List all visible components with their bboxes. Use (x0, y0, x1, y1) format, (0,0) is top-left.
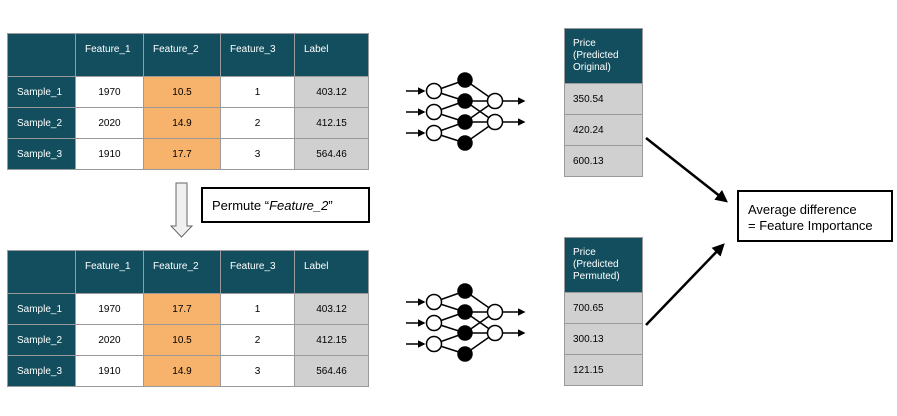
row-header-sample-3: Sample_3 (8, 356, 76, 387)
header-corner (8, 251, 76, 294)
cell-label: 564.46 (295, 139, 369, 170)
header-corner (8, 34, 76, 77)
cell-feature-2: 10.5 (144, 325, 221, 356)
predicted-value: 350.54 (565, 84, 643, 115)
permute-prefix: Permute “ (212, 198, 270, 213)
row-header-sample-1: Sample_1 (8, 294, 76, 325)
header-feature-1: Feature_1 (76, 251, 144, 294)
arrow-up-right-icon (645, 243, 725, 326)
cell-feature-1: 2020 (76, 108, 144, 139)
header-label: Label (295, 251, 369, 294)
predicted-original-header: Price (Predicted Original) (565, 29, 643, 84)
header-label: Label (295, 34, 369, 77)
header-feature-2: Feature_2 (144, 34, 221, 77)
result-line-1: Average difference (748, 202, 857, 217)
cell-feature-2: 14.9 (144, 108, 221, 139)
predicted-value: 300.13 (565, 324, 643, 355)
cell-feature-1: 1910 (76, 139, 144, 170)
cell-feature-2: 17.7 (144, 139, 221, 170)
cell-feature-2: 17.7 (144, 294, 221, 325)
result-box: Average difference = Feature Importance (737, 190, 893, 242)
row-header-sample-3: Sample_3 (8, 139, 76, 170)
cell-feature-1: 1910 (76, 356, 144, 387)
predicted-value: 600.13 (565, 146, 643, 177)
predicted-value: 121.15 (565, 355, 643, 386)
header-feature-3: Feature_3 (221, 251, 295, 294)
predicted-value: 700.65 (565, 293, 643, 324)
neural-network-icon (406, 283, 526, 362)
cell-label: 564.46 (295, 356, 369, 387)
cell-label: 403.12 (295, 294, 369, 325)
cell-feature-3: 1 (221, 77, 295, 108)
predicted-value: 420.24 (565, 115, 643, 146)
row-header-sample-2: Sample_2 (8, 108, 76, 139)
predicted-original-table: Price (Predicted Original) 350.54 420.24… (564, 28, 643, 177)
cell-feature-3: 2 (221, 325, 295, 356)
down-arrow-icon (169, 182, 194, 238)
header-feature-1: Feature_1 (76, 34, 144, 77)
cell-feature-1: 2020 (76, 325, 144, 356)
row-header-sample-2: Sample_2 (8, 325, 76, 356)
row-header-sample-1: Sample_1 (8, 77, 76, 108)
predicted-permuted-table: Price (Predicted Permuted) 700.65 300.13… (564, 237, 643, 386)
permuted-data-table: Feature_1 Feature_2 Feature_3 Label Samp… (7, 250, 369, 387)
permute-feature-name: Feature_2 (269, 198, 329, 213)
cell-feature-2: 10.5 (144, 77, 221, 108)
arrow-down-right-icon (645, 137, 728, 203)
cell-feature-3: 2 (221, 108, 295, 139)
header-feature-2: Feature_2 (144, 251, 221, 294)
cell-feature-1: 1970 (76, 294, 144, 325)
cell-feature-1: 1970 (76, 77, 144, 108)
cell-label: 403.12 (295, 77, 369, 108)
permute-label-box: Permute “Feature_2” (201, 187, 370, 223)
cell-feature-3: 3 (221, 356, 295, 387)
cell-feature-2: 14.9 (144, 356, 221, 387)
permute-suffix: ” (328, 198, 333, 213)
header-feature-3: Feature_3 (221, 34, 295, 77)
neural-network-icon (406, 72, 526, 151)
predicted-permuted-header: Price (Predicted Permuted) (565, 238, 643, 293)
cell-feature-3: 3 (221, 139, 295, 170)
cell-feature-3: 1 (221, 294, 295, 325)
original-data-table: Feature_1 Feature_2 Feature_3 Label Samp… (7, 33, 369, 170)
cell-label: 412.15 (295, 108, 369, 139)
result-line-2: = Feature Importance (748, 218, 873, 233)
cell-label: 412.15 (295, 325, 369, 356)
